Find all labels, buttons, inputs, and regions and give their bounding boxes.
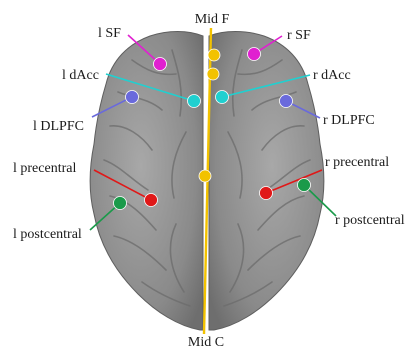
r-sf-label: r SF [287,28,311,43]
mid-c-marker [199,170,211,182]
mid-c-label: Mid C [188,335,224,350]
l-postcentral-marker [114,197,127,210]
r-dlpfc-marker [280,95,293,108]
mid-f-label: Mid F [195,12,230,27]
mid-f-marker [207,68,219,80]
r-precentral-label: r precentral [325,155,389,170]
l-postcentral-label: l postcentral [13,227,82,242]
l-sf-label: l SF [98,26,121,41]
l-precentral-label: l precentral [13,161,76,176]
r-precentral-marker [260,187,273,200]
r-postcentral-marker [298,179,311,192]
r-dacc-marker [216,91,229,104]
l-dlpfc-label: l DLPFC [33,119,84,134]
l-sf-marker [154,58,167,71]
mid-f-top-marker [208,49,220,61]
r-dlpfc-label: r DLPFC [323,113,375,128]
r-dacc-label: r dAcc [313,68,351,83]
l-dlpfc-marker [126,91,139,104]
l-dacc-marker [188,95,201,108]
l-dacc-label: l dAcc [62,68,99,83]
r-sf-marker [248,48,261,61]
r-postcentral-label: r postcentral [335,213,405,228]
l-precentral-marker [145,194,158,207]
